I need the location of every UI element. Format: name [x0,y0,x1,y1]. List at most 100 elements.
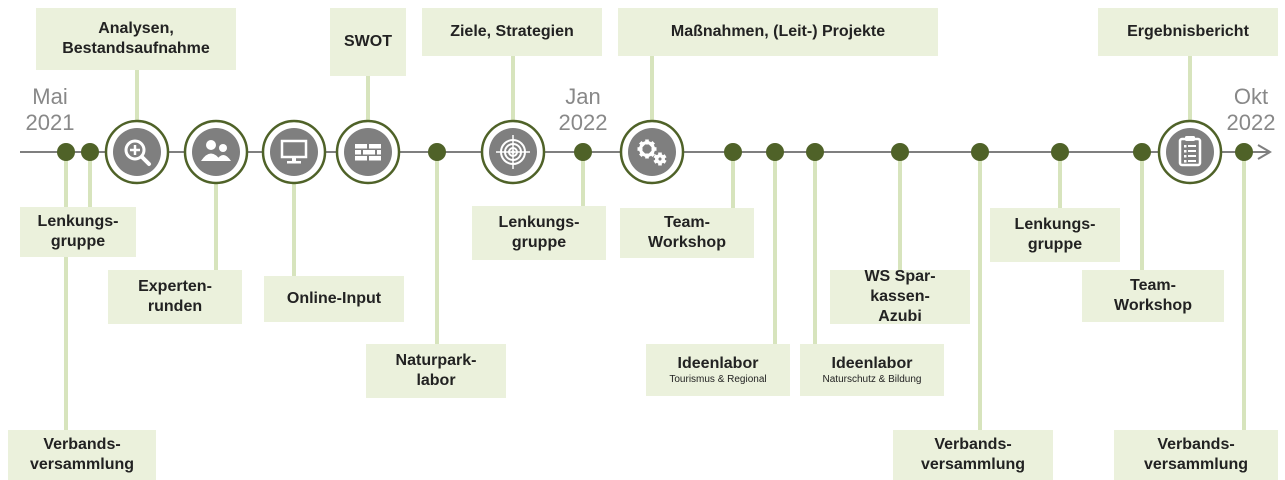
timeline-dot-9 [971,143,989,161]
event-ideenlabor-2-subtitle: Naturschutz & Bildung [822,374,922,385]
event-expertenrunden: Experten-runden [108,270,242,324]
event-team-workshop-2-label: Team-Workshop [1114,277,1192,314]
brick-wall-icon [335,119,401,185]
phase-swot: SWOT [330,8,406,76]
event-online-input-label: Online-Input [286,290,382,307]
magnifier-plus-icon [104,119,170,185]
event-verbandsversammlung-3: Verbands-versammlung [1114,430,1278,480]
phase-ziele: Ziele, Strategien [422,8,602,56]
people-icon-disc [192,128,240,176]
date-mid-year: 2022 [558,110,608,135]
event-verbandsversammlung-2: Verbands-versammlung [893,430,1053,480]
gear-small [653,152,667,166]
gear-large-body [639,141,655,157]
brick-2 [369,144,381,149]
event-online-input: Online-Input [264,276,404,322]
magnifier-glass [124,139,146,161]
timeline-dot-4 [574,143,592,161]
person-head-2 [219,144,227,152]
timeline-dot-8 [891,143,909,161]
event-ideenlabor-1-subtitle: Tourismus & Regional [669,374,767,385]
person-body-2 [216,155,231,161]
phase-massnahmen: Maßnahmen, (Leit-) Projekte [618,8,938,56]
timeline-dot-1 [57,143,75,161]
event-ideenlabor-2: Ideenlabor Naturschutz & Bildung [800,344,944,396]
monitor-neck [292,157,296,161]
timeline-dot-2 [81,143,99,161]
person-body-1 [201,153,221,161]
connector-lines [64,56,1246,430]
event-ws-sparkassen: WS Spar-kassen-Azubi [830,268,970,325]
phase-analysen-label: Analysen, Bestandsaufnahme [62,20,210,57]
clipboard-clip [1185,136,1195,141]
brick-1 [355,144,367,149]
event-lenkungsgruppe-2-label: Lenkungs-gruppe [498,214,580,251]
people-icon [183,119,249,185]
clipboard-list-icon [1157,119,1223,185]
event-team-workshop-1-label: Team-Workshop [648,214,726,251]
monitor-icon-disc [270,128,318,176]
phase-analysen: Analysen, Bestandsaufnahme [36,8,236,70]
event-lenkungsgruppe-1: Lenkungs-gruppe [20,207,136,257]
event-naturparklabor-label: Naturpark-labor [395,352,477,389]
clipboard-bullet-4 [1184,160,1187,163]
timeline-dot-10 [1051,143,1069,161]
timeline-dot-3 [428,143,446,161]
timeline-dot-12 [1235,143,1253,161]
gear-large [637,139,657,159]
phase-massnahmen-label: Maßnahmen, (Leit-) Projekte [670,23,886,40]
timeline-dot-6 [766,143,784,161]
event-verbandsversammlung-1: Verbands-versammlung [8,430,156,480]
timeline-dot-11 [1133,143,1151,161]
date-mid-month: Jan [565,84,601,109]
timeline-dots [57,143,1253,161]
event-ideenlabor-1-title: Ideenlabor [677,355,759,372]
phase-swot-label: SWOT [344,33,392,50]
date-start-month: Mai [32,84,68,109]
event-verbandsversammlung-1-label: Verbands-versammlung [29,436,135,473]
target-icon [480,119,546,185]
event-team-workshop-2: Team-Workshop [1082,270,1224,322]
date-end: Okt 2022 [1220,84,1282,136]
gear-small-body [655,154,665,164]
event-verbandsversammlung-2-label: Verbands-versammlung [920,436,1026,473]
gears-icon [619,119,685,185]
event-naturparklabor: Naturpark-labor [366,344,506,398]
timeline-dot-5 [724,143,742,161]
event-lenkungsgruppe-1-label: Lenkungs-gruppe [37,213,119,250]
event-team-workshop-1: Team-Workshop [620,208,754,258]
brick-4 [363,150,375,155]
brick-3 [355,150,361,155]
clipboard-bullet-2 [1184,150,1187,153]
event-verbandsversammlung-3-label: Verbands-versammlung [1143,436,1249,473]
timeline-dot-7 [806,143,824,161]
event-ideenlabor-2-title: Ideenlabor [831,355,913,372]
clipboard-bullet-1 [1184,145,1187,148]
magnifier-handle [140,155,151,166]
event-ideenlabor-1: Ideenlabor Tourismus & Regional [646,344,790,396]
event-lenkungsgruppe-3-label: Lenkungs-gruppe [1014,216,1096,253]
monitor-stand [287,161,301,164]
magnifier-plus-icon-disc [113,128,161,176]
date-end-month: Okt [1233,84,1269,109]
clipboard-bullet-3 [1184,155,1187,158]
phase-ergebnis: Ergebnisbericht [1098,8,1278,56]
event-lenkungsgruppe-2: Lenkungs-gruppe [472,206,606,260]
event-expertenrunden-label: Experten-runden [138,278,212,315]
phase-ziele-label: Ziele, Strategien [450,23,574,40]
event-lenkungsgruppe-3: Lenkungs-gruppe [990,208,1120,262]
date-mid: Jan 2022 [548,84,618,136]
brick-5 [377,150,381,155]
brick-6 [355,156,367,161]
person-head-1 [206,140,216,150]
phase-ergebnis-label: Ergebnisbericht [1127,23,1249,40]
brick-7 [369,156,381,161]
monitor-icon [261,119,327,185]
event-ws-sparkassen-label: WS Spar-kassen-Azubi [864,268,936,325]
date-start: Mai 2021 [20,84,80,136]
timeline-arrowhead [1257,144,1272,160]
phase-icons [104,119,1223,185]
date-end-year: 2022 [1226,110,1276,135]
date-start-year: 2021 [25,110,75,135]
